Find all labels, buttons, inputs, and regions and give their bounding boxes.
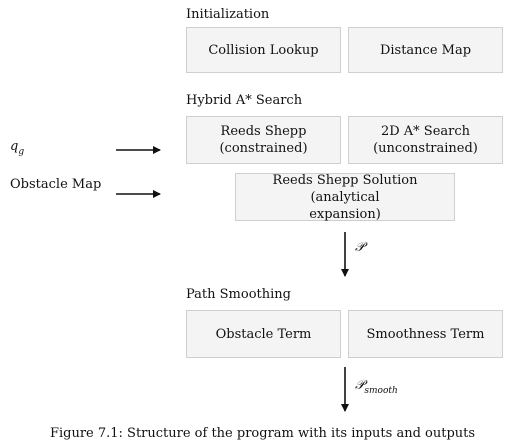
obstacle-map-input-label: Obstacle Map <box>10 177 102 192</box>
goal-input-label: qg <box>10 139 25 157</box>
rs-solution-line1: Reeds Shepp Solution (analytical <box>272 172 418 205</box>
path-label: 𝒫 <box>355 240 365 255</box>
section-title-path-smoothing: Path Smoothing <box>186 287 291 302</box>
section-title-initialization: Initialization <box>186 7 270 22</box>
astar-2d-note: (unconstrained) <box>373 141 478 156</box>
figure-caption: Figure 7.1: Structure of the program wit… <box>49 426 476 441</box>
collision-lookup-box: Collision Lookup <box>186 27 341 73</box>
rs-solution-line2: expansion) <box>309 206 381 222</box>
goal-subscript: g <box>18 147 25 157</box>
goal-symbol: q <box>10 139 19 154</box>
smooth-path-subscript: smooth <box>364 386 398 396</box>
reeds-shepp-box: Reeds Shepp (constrained) <box>186 116 341 164</box>
section-title-hybrid-astar: Hybrid A* Search <box>186 93 303 108</box>
astar-2d-box: 2D A* Search (unconstrained) <box>348 116 503 164</box>
reeds-shepp-title: Reeds Shepp <box>220 124 307 139</box>
smoothness-term-box: Smoothness Term <box>348 310 503 358</box>
obstacle-term-box: Obstacle Term <box>186 310 341 358</box>
smooth-path-label: 𝒫smooth <box>355 378 398 396</box>
smooth-path-symbol: 𝒫 <box>355 378 365 393</box>
rs-solution-box: Reeds Shepp Solution (analytical expansi… <box>235 172 455 222</box>
distance-map-box: Distance Map <box>348 27 503 73</box>
reeds-shepp-note: (constrained) <box>219 141 308 156</box>
astar-2d-title: 2D A* Search <box>380 124 471 139</box>
